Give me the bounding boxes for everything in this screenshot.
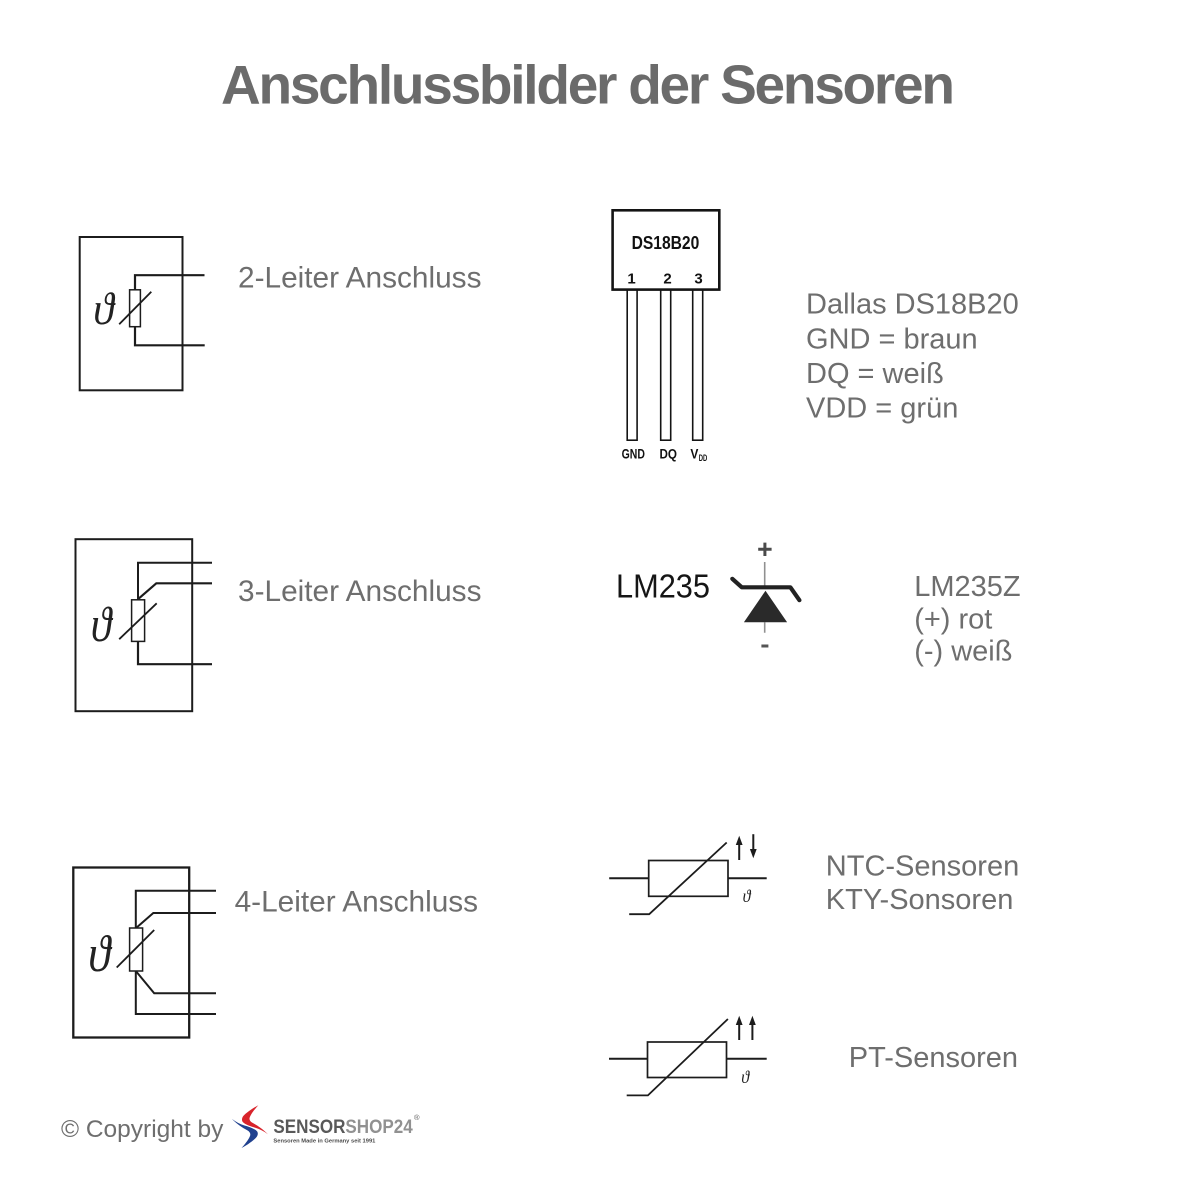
svg-text:(+) rot: (+) rot — [914, 603, 992, 635]
svg-text:PT-Sensoren: PT-Sensoren — [849, 1042, 1018, 1074]
svg-text:VDD = grün: VDD = grün — [806, 393, 958, 425]
svg-text:ϑ: ϑ — [88, 925, 113, 983]
svg-text:ϑ: ϑ — [91, 597, 114, 652]
svg-text:2-Leiter Anschluss: 2-Leiter Anschluss — [238, 261, 481, 294]
svg-text:DS18B20: DS18B20 — [632, 233, 700, 253]
svg-text:2: 2 — [663, 271, 671, 288]
svg-text:GND = braun: GND = braun — [806, 323, 978, 355]
svg-text:DQ = weiß: DQ = weiß — [806, 358, 944, 390]
svg-text:SENSORSHOP24: SENSORSHOP24 — [273, 1117, 413, 1138]
svg-text:DQ: DQ — [660, 446, 678, 462]
svg-text:Anschlussbilder der Sensoren: Anschlussbilder der Sensoren — [221, 54, 955, 116]
svg-text:NTC-Sensoren: NTC-Sensoren — [826, 851, 1019, 883]
svg-text:© Copyright by: © Copyright by — [61, 1116, 224, 1143]
svg-text:LM235: LM235 — [616, 567, 710, 604]
svg-text:ϑ: ϑ — [741, 1067, 750, 1087]
svg-text:1: 1 — [627, 271, 635, 288]
svg-text:3: 3 — [694, 271, 702, 288]
svg-text:4-Leiter Anschluss: 4-Leiter Anschluss — [235, 885, 478, 918]
svg-text:ϑ: ϑ — [93, 283, 116, 334]
svg-text:3-Leiter Anschluss: 3-Leiter Anschluss — [238, 575, 481, 608]
svg-text:®: ® — [414, 1113, 420, 1122]
svg-text:GND: GND — [622, 446, 645, 462]
svg-text:DD: DD — [699, 453, 708, 463]
svg-text:ϑ: ϑ — [743, 886, 752, 906]
svg-text:Dallas DS18B20: Dallas DS18B20 — [806, 289, 1019, 321]
svg-text:V: V — [690, 446, 699, 462]
svg-text:Sensoren Made in Germany seit: Sensoren Made in Germany seit 1991 — [273, 1139, 376, 1145]
svg-text:KTY-Sonsoren: KTY-Sonsoren — [826, 884, 1014, 916]
svg-text:(-) weiß: (-) weiß — [914, 636, 1012, 668]
svg-text:LM235Z: LM235Z — [914, 571, 1020, 603]
